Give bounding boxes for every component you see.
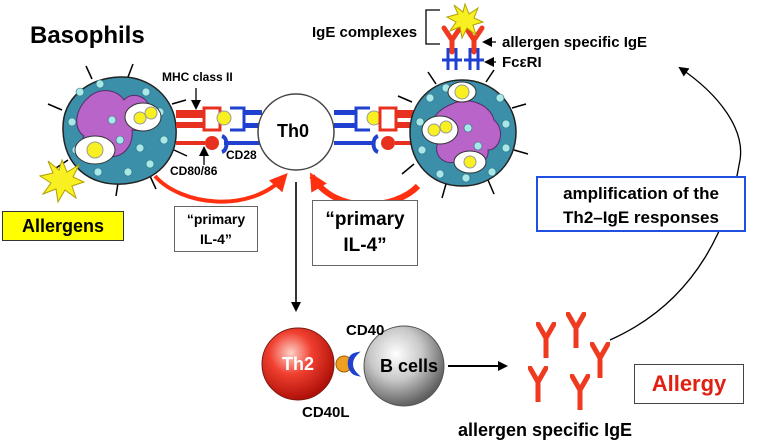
left-synapse — [176, 88, 262, 165]
mhc-label: MHC class II — [162, 70, 233, 84]
amplification-arrow — [609, 66, 742, 341]
il4-arrow-left — [153, 173, 288, 204]
cd40l-label: CD40L — [302, 404, 350, 421]
right-synapse — [334, 106, 418, 154]
allergy-box: Allergy — [634, 364, 744, 404]
th2-cell — [261, 327, 335, 401]
allergen-specific-ige-bottom-label: allergen specific IgE — [458, 420, 633, 440]
basophil-left — [47, 63, 188, 197]
fceri-label: FcεRI — [502, 54, 542, 71]
cd40-label: CD40 — [346, 322, 385, 339]
cd8086-label: CD80/86 — [170, 164, 218, 178]
diagram-title: Basophils — [30, 22, 145, 49]
th2-label: Th2 — [282, 354, 315, 374]
ige-antibodies — [530, 314, 608, 410]
bcells-label: B cells — [380, 356, 439, 376]
primary-il4-right-box: “primary IL-4” — [312, 200, 418, 266]
allergen-burst-left — [38, 158, 86, 204]
fceri-ige-complex — [441, 2, 485, 70]
primary-il4-right-line1: “primary — [325, 209, 405, 230]
cd28-label: CD28 — [226, 148, 257, 162]
ige-complexes-label: IgE complexes — [312, 24, 418, 41]
primary-il4-left-box: “primary IL-4” — [174, 206, 258, 252]
primary-il4-left-line2: IL-4” — [200, 231, 232, 247]
b-cell — [363, 325, 445, 407]
allergen-specific-ige-top-label: allergen specific IgE — [502, 34, 648, 51]
amplification-line1: amplification of the — [563, 184, 719, 203]
allergens-box: Allergens — [2, 211, 124, 241]
primary-il4-left-line1: “primary — [186, 211, 246, 227]
amplification-box: amplification of the Th2–IgE responses — [536, 176, 746, 232]
primary-il4-right-line2: IL-4” — [343, 235, 387, 256]
cd40-receptor — [347, 351, 361, 377]
th0-cell — [257, 93, 335, 171]
ige-complexes-bracket — [425, 9, 440, 45]
th0-label: Th0 — [277, 121, 310, 141]
amplification-line2: Th2–IgE responses — [563, 208, 719, 227]
basophil-right — [397, 69, 529, 199]
